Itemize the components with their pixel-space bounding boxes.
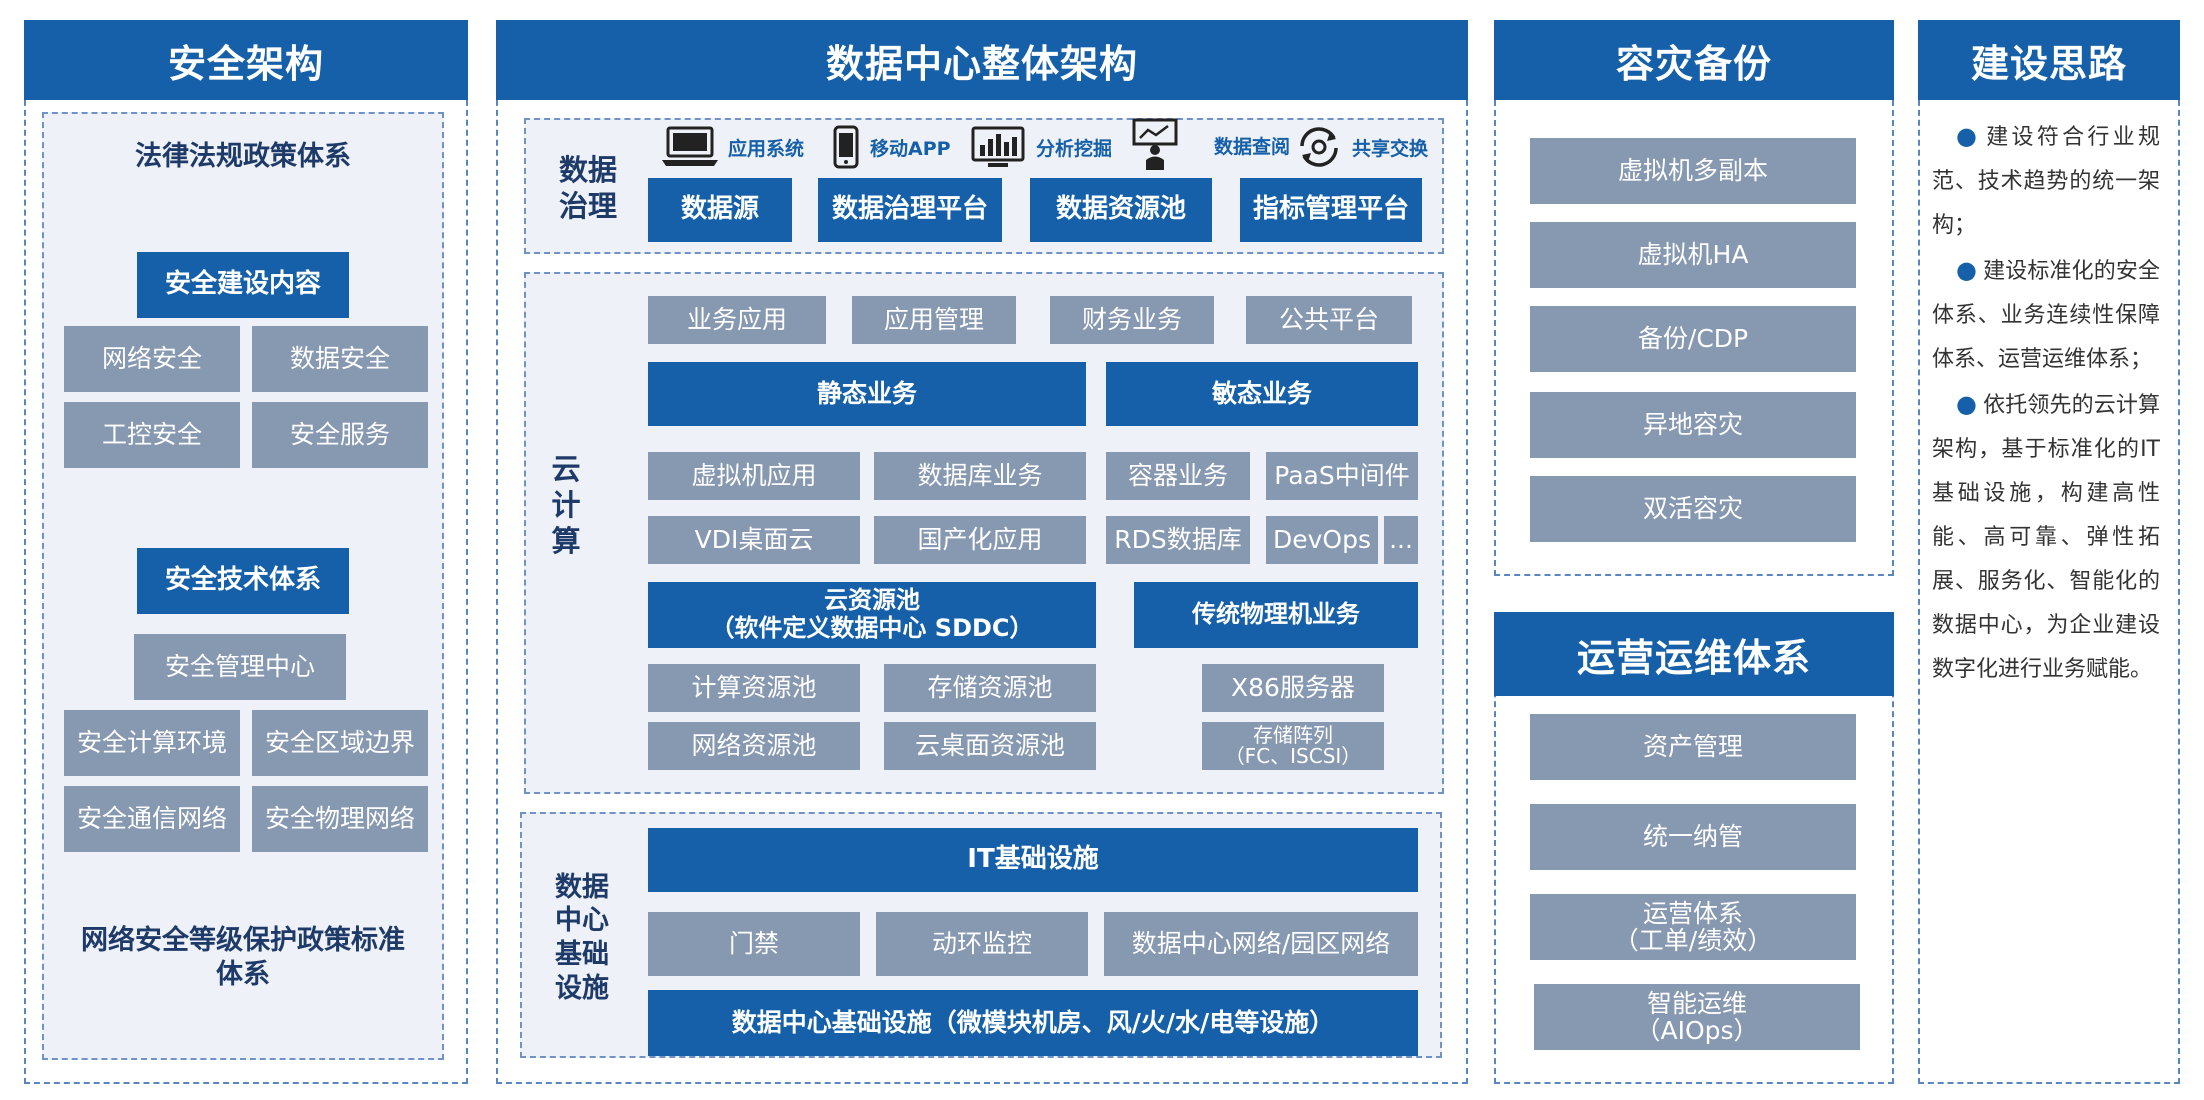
source-icon-share: 共享交换 <box>1294 122 1428 172</box>
security-build-item: 数据安全 <box>252 326 428 392</box>
cloud-resource-pool: 云资源池 （软件定义数据中心 SDDC） <box>648 582 1096 648</box>
pool-item: 网络资源池 <box>648 722 860 770</box>
icon-label: 应用系统 <box>728 137 805 160</box>
idea-point: ●建设标准化的安全体系、业务连续性保障体系、运营运维体系； <box>1932 248 2160 382</box>
dc-title: 数据中心整体架构 <box>496 20 1468 100</box>
pool-item: 云桌面资源池 <box>884 722 1096 770</box>
idea-point-text: 建设符合行业规范、技术趋势的统一架构； <box>1932 125 2160 238</box>
idea-text: ●建设符合行业规范、技术趋势的统一架构； ●建设标准化的安全体系、业务连续性保障… <box>1932 114 2160 692</box>
static-item: 国产化应用 <box>874 516 1086 564</box>
source-icon-presenter: 数据查阅 <box>1130 118 1290 172</box>
security-mgmt-center: 安全管理中心 <box>134 634 346 700</box>
agile-item: 容器业务 <box>1106 452 1250 500</box>
source-icon-laptop: 应用系统 <box>660 122 804 172</box>
security-law: 法律法规政策体系 <box>135 141 351 173</box>
agile-item: RDS数据库 <box>1106 516 1250 564</box>
agile-item: ... <box>1384 516 1418 564</box>
icon-label: 分析挖掘 <box>1036 137 1113 160</box>
icon-label: 数据查阅 <box>1214 135 1291 158</box>
cloud-row1-item: 财务业务 <box>1050 296 1214 344</box>
icon-label: 共享交换 <box>1352 137 1429 160</box>
security-build-item: 安全服务 <box>252 402 428 468</box>
security-tech-item: 安全计算环境 <box>64 710 240 776</box>
security-tech-item: 安全物理网络 <box>252 786 428 852</box>
laptop-icon <box>662 126 718 166</box>
presenter-icon <box>1132 118 1178 170</box>
idea-point: ●建设符合行业规范、技术趋势的统一架构； <box>1932 114 2160 248</box>
bullet-icon: ● <box>1956 122 1981 150</box>
security-tech-item: 安全通信网络 <box>64 786 240 852</box>
security-tech-item: 安全区域边界 <box>252 710 428 776</box>
infra-label: 数据 中心 基础 设施 <box>555 871 609 1004</box>
dc-infrastructure: 数据中心基础设施（微模块机房、风/火/水/电等设施） <box>648 990 1418 1056</box>
dr-item: 虚拟机多副本 <box>1530 138 1856 204</box>
idea-title: 建设思路 <box>1918 20 2180 100</box>
infra-item: 动环监控 <box>876 912 1088 976</box>
dr-item: 双活容灾 <box>1530 476 1856 542</box>
pool-item: 计算资源池 <box>648 664 860 712</box>
security-title: 安全架构 <box>24 20 468 100</box>
dr-item: 备份/CDP <box>1530 306 1856 372</box>
static-item: VDI桌面云 <box>648 516 860 564</box>
cloud-row1-item: 公共平台 <box>1246 296 1412 344</box>
governance-label: 数据 治理 <box>558 152 617 223</box>
mobile-icon <box>833 125 859 169</box>
bullet-icon: ● <box>1956 390 1978 418</box>
gov-box: 数据源 <box>648 178 792 242</box>
dr-item: 虚拟机HA <box>1530 222 1856 288</box>
source-icon-chart: 分析挖掘 <box>968 122 1112 172</box>
security-footer: 网络安全等级保护政策标准体系 <box>81 925 405 990</box>
cloud-row1-item: 业务应用 <box>648 296 826 344</box>
cloud-label: 云 计 算 <box>551 451 581 559</box>
gov-box: 数据治理平台 <box>818 178 1002 242</box>
idea-panel <box>1918 20 2180 1084</box>
dr-title: 容灾备份 <box>1494 20 1894 100</box>
security-build-item: 工控安全 <box>64 402 240 468</box>
phys-item: 存储阵列 （FC、ISCSI） <box>1202 722 1384 770</box>
security-build-content: 安全建设内容 <box>137 252 349 318</box>
ops-item: 统一纳管 <box>1530 804 1856 870</box>
static-item: 虚拟机应用 <box>648 452 860 500</box>
it-infrastructure: IT基础设施 <box>648 828 1418 892</box>
pool-item: 存储资源池 <box>884 664 1096 712</box>
gov-box: 数据资源池 <box>1030 178 1212 242</box>
ops-item: 运营体系 （工单/绩效） <box>1530 894 1856 960</box>
idea-point: ●依托领先的云计算架构，基于标准化的IT基础设施，构建高性能、高可靠、弹性拓展、… <box>1932 382 2160 692</box>
infra-item: 门禁 <box>648 912 860 976</box>
chart-icon <box>971 126 1025 167</box>
ops-title: 运营运维体系 <box>1494 612 1894 696</box>
security-build-item: 网络安全 <box>64 326 240 392</box>
gov-box: 指标管理平台 <box>1240 178 1422 242</box>
physical-business: 传统物理机业务 <box>1134 582 1418 648</box>
security-tech-system: 安全技术体系 <box>137 548 349 614</box>
static-business: 静态业务 <box>648 362 1086 426</box>
infra-item: 数据中心网络/园区网络 <box>1104 912 1418 976</box>
source-icon-mobile: 移动APP <box>830 122 951 172</box>
phys-item: X86服务器 <box>1202 664 1384 712</box>
agile-item: DevOps <box>1266 516 1378 564</box>
cloud-row1-item: 应用管理 <box>852 296 1016 344</box>
icon-label: 移动APP <box>870 137 951 160</box>
share-icon <box>1300 127 1338 167</box>
ops-item: 智能运维 （AIOps） <box>1534 984 1860 1050</box>
agile-item: PaaS中间件 <box>1266 452 1418 500</box>
bullet-icon: ● <box>1956 256 1978 284</box>
idea-point-text: 依托领先的云计算架构，基于标准化的IT基础设施，构建高性能、高可靠、弹性拓展、服… <box>1932 393 2160 682</box>
dr-item: 异地容灾 <box>1530 392 1856 458</box>
agile-business: 敏态业务 <box>1106 362 1418 426</box>
idea-point-text: 建设标准化的安全体系、业务连续性保障体系、运营运维体系； <box>1932 259 2160 372</box>
ops-item: 资产管理 <box>1530 714 1856 780</box>
static-item: 数据库业务 <box>874 452 1086 500</box>
